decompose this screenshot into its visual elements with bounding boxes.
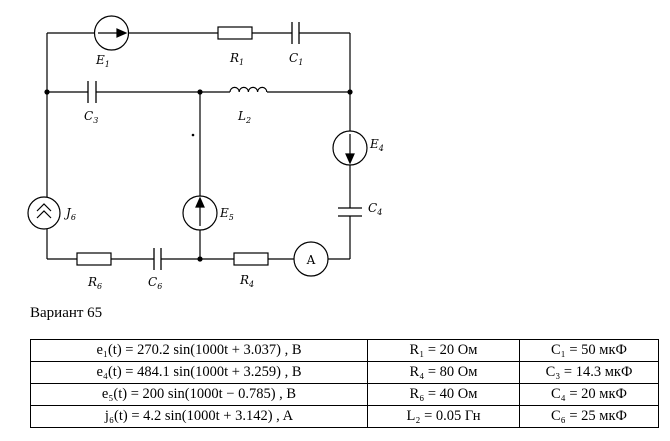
label-c6: C6 bbox=[148, 275, 162, 291]
source-e1 bbox=[93, 15, 130, 51]
source-e4 bbox=[332, 130, 368, 166]
node-left-mid bbox=[44, 89, 50, 95]
table-cell: L₂ = 0.05 Гн bbox=[367, 405, 520, 428]
label-l2: L2 bbox=[237, 109, 251, 125]
table-row: e₅(t) = 200 sin(1000t − 0.785) , B R₆ = … bbox=[30, 383, 659, 406]
resistor-r6 bbox=[76, 252, 112, 266]
parameters-table: e₁(t) = 270.2 sin(1000t + 3.037) , B R₁ … bbox=[30, 339, 659, 428]
stray-dot bbox=[191, 133, 195, 137]
resistor-r4 bbox=[233, 252, 269, 266]
table-cell: R₁ = 20 Ом bbox=[367, 339, 520, 362]
table-row: e₁(t) = 270.2 sin(1000t + 3.037) , B R₁ … bbox=[30, 339, 659, 362]
label-r6: R6 bbox=[87, 275, 102, 291]
label-c1: C1 bbox=[289, 51, 303, 67]
node-center-bottom bbox=[197, 256, 203, 262]
ammeter-label: A bbox=[306, 253, 316, 267]
label-c3: C3 bbox=[84, 109, 98, 125]
table-cell: C₃ = 14.3 мкФ bbox=[519, 361, 659, 384]
capacitor-c6 bbox=[153, 248, 162, 270]
table-cell: R₄ = 80 Ом bbox=[367, 361, 520, 384]
capacitor-c3 bbox=[87, 81, 97, 103]
circuit-diagram: A E1 R1 C1 C3 L2 E4 C4 J6 E5 R6 C6 R4 bbox=[27, 15, 384, 291]
table-cell: e₄(t) = 484.1 sin(1000t + 3.259) , B bbox=[30, 361, 368, 384]
inductor-l2 bbox=[229, 86, 268, 93]
table-cell: j₆(t) = 4.2 sin(1000t + 3.142) , A bbox=[30, 405, 368, 428]
source-e5 bbox=[182, 195, 218, 231]
table-cell: R₆ = 40 Ом bbox=[367, 383, 520, 406]
table-row: e₄(t) = 484.1 sin(1000t + 3.259) , B R₄ … bbox=[30, 361, 659, 384]
label-e5: E5 bbox=[219, 206, 234, 222]
label-j6: J6 bbox=[63, 206, 76, 222]
table-row: j₆(t) = 4.2 sin(1000t + 3.142) , A L₂ = … bbox=[30, 405, 659, 428]
resistor-r1 bbox=[217, 26, 253, 40]
table-cell: e₁(t) = 270.2 sin(1000t + 3.037) , B bbox=[30, 339, 368, 362]
node-right-mid bbox=[347, 89, 353, 95]
node-center-mid bbox=[197, 89, 203, 95]
table-cell: C₁ = 50 мкФ bbox=[519, 339, 659, 362]
current-source-j6 bbox=[27, 196, 61, 230]
table-cell: C₄ = 20 мкФ bbox=[519, 383, 659, 406]
label-r4: R4 bbox=[239, 273, 254, 289]
capacitor-c1 bbox=[291, 22, 300, 44]
table-cell: e₅(t) = 200 sin(1000t − 0.785) , B bbox=[30, 383, 368, 406]
table-cell: C₆ = 25 мкФ bbox=[519, 405, 659, 428]
ammeter bbox=[293, 241, 329, 277]
label-e4: E4 bbox=[369, 137, 384, 153]
label-r1: R1 bbox=[229, 51, 244, 67]
label-c4: C4 bbox=[368, 201, 382, 217]
capacitor-c4 bbox=[338, 207, 362, 217]
label-e1: E1 bbox=[95, 53, 110, 69]
variant-label: Вариант 65 bbox=[30, 305, 103, 321]
